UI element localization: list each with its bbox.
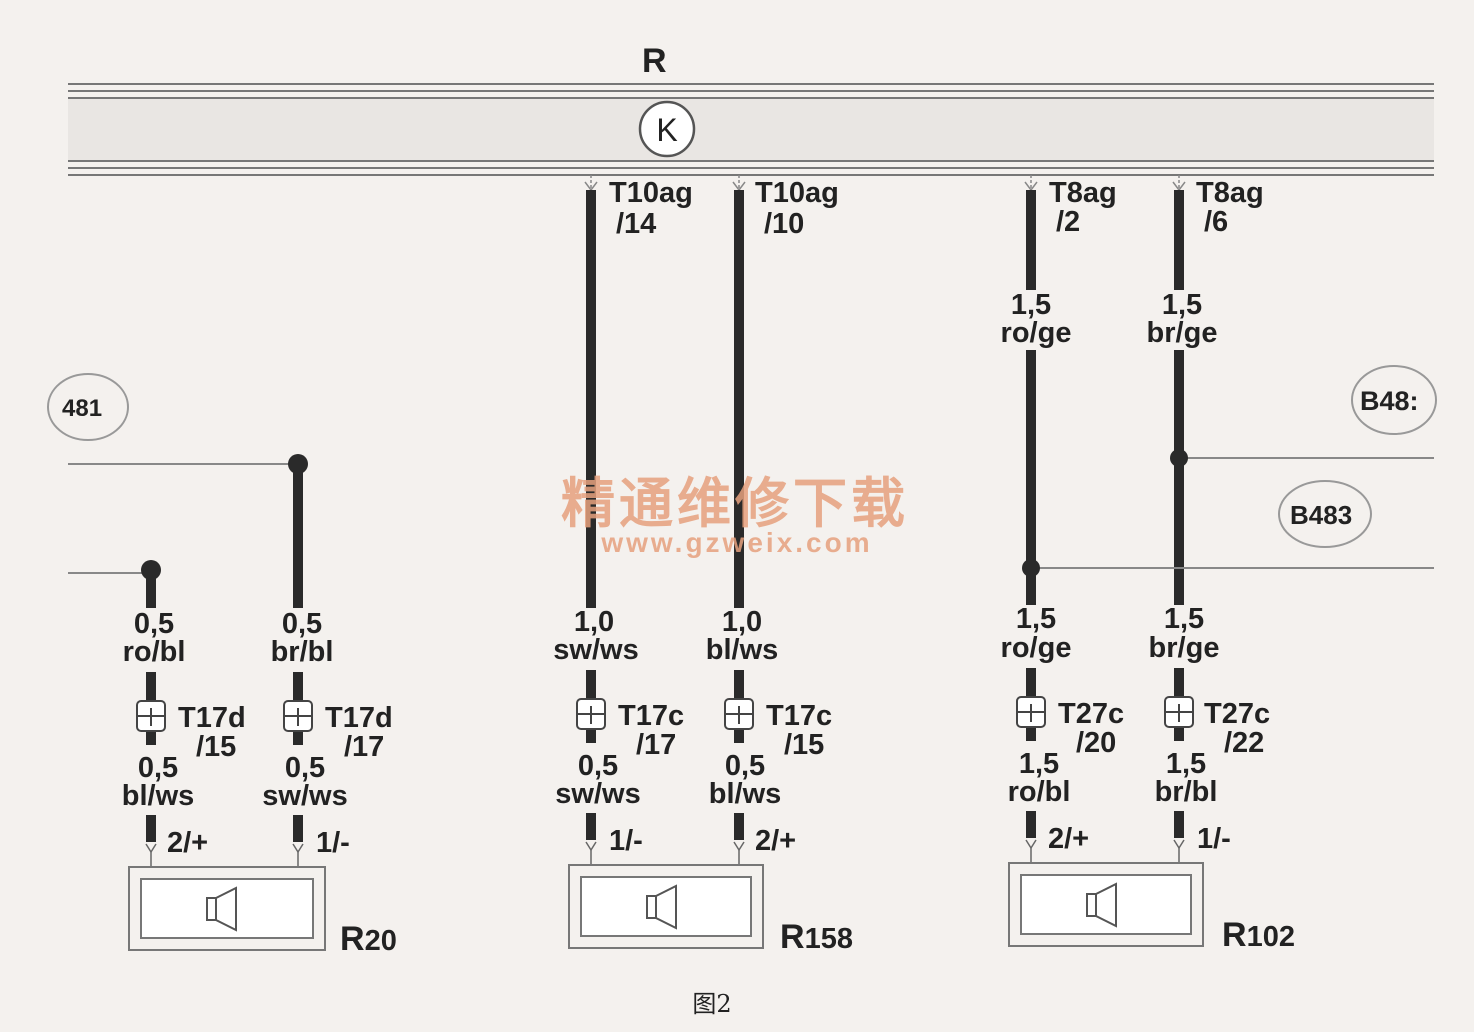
wire-size-label: 0,5 <box>138 752 178 784</box>
wire-size-label: 0,5 <box>134 608 174 640</box>
wire-color-label: br/ge <box>1149 632 1220 664</box>
speaker-label-number: 20 <box>365 925 397 957</box>
plug-icon <box>1016 696 1046 728</box>
connector-stubs <box>146 668 1184 745</box>
connector-name: T17c <box>766 700 832 732</box>
wire-color-label: bl/ws <box>709 778 782 810</box>
wire-color-label: ro/ge <box>1001 317 1072 349</box>
wire-size-label: 1,5 <box>1011 289 1051 321</box>
wire-color-label: br/bl <box>271 636 334 668</box>
splice-481: 481 <box>47 373 129 441</box>
wire-color-label: sw/ws <box>555 778 640 810</box>
wire-size-label: 1,5 <box>1166 748 1206 780</box>
speaker-label: R102 <box>1222 916 1295 954</box>
speaker-r158 <box>568 864 764 949</box>
ground-symbol-label: K <box>656 112 677 148</box>
wire-color-label: ro/ge <box>1001 632 1072 664</box>
ground-symbol: K <box>638 100 696 158</box>
connector-pin: /17 <box>344 731 384 763</box>
watermark-title: 精通维修下载 <box>561 471 909 535</box>
wire-size-label: 1,5 <box>1019 748 1059 780</box>
wire-size-label: 0,5 <box>578 750 618 782</box>
thin-lines <box>68 457 1434 574</box>
top-connector-pin: /6 <box>1204 206 1228 238</box>
watermark-url: www.gzweix.com <box>600 527 872 558</box>
plug-icon <box>724 698 754 730</box>
speaker-icon <box>1086 882 1117 928</box>
speaker-icon <box>646 884 677 930</box>
top-connector-pin: /2 <box>1056 206 1080 238</box>
plug-icon <box>576 698 606 730</box>
terminal-label: 1/- <box>609 825 643 857</box>
wire-size-label: 1,5 <box>1016 603 1056 635</box>
connector-name: T17c <box>618 700 684 732</box>
plug-icon <box>1164 696 1194 728</box>
top-connector-pin: /10 <box>764 208 804 240</box>
junction-dot <box>288 454 308 474</box>
wire-size-label: 0,5 <box>282 608 322 640</box>
speaker-r20 <box>128 866 326 951</box>
connector-name: T27c <box>1058 698 1124 730</box>
speaker-label: R158 <box>780 918 853 956</box>
speaker-label-number: 102 <box>1247 921 1295 953</box>
terminal-label: 1/- <box>316 827 350 859</box>
top-connector-name: T10ag <box>755 177 839 209</box>
wire-color-label: sw/ws <box>262 780 347 812</box>
wire-color-label: bl/ws <box>122 780 195 812</box>
wire-color-label: br/bl <box>1155 776 1218 808</box>
plug-icon <box>136 700 166 732</box>
terminal-label: 1/- <box>1197 823 1231 855</box>
connector-pin: /15 <box>784 729 824 761</box>
terminal-label: 2/+ <box>1048 823 1089 855</box>
connector-name: T27c <box>1204 698 1270 730</box>
terminal-label: 2/+ <box>167 827 208 859</box>
connector-name: T17d <box>325 702 393 734</box>
splice-label: B48: <box>1360 386 1419 416</box>
wire-size-label: 0,5 <box>285 752 325 784</box>
top-connector-pin: /14 <box>616 208 656 240</box>
figure-caption: 图2 <box>692 990 731 1018</box>
plug-icon <box>283 700 313 732</box>
speaker-label: R20 <box>340 920 397 958</box>
speaker-icon <box>206 886 237 932</box>
wires <box>146 190 1184 608</box>
wire-size-label: 1,0 <box>722 606 762 638</box>
connector-name: T17d <box>178 702 246 734</box>
connector-pin: /15 <box>196 731 236 763</box>
splice-label: 481 <box>62 395 102 422</box>
junction-dot <box>141 560 161 580</box>
connector-pin: /20 <box>1076 727 1116 759</box>
bus-bar <box>68 83 1434 176</box>
wire-size-label: 1,0 <box>574 606 614 638</box>
connector-plugs <box>136 696 1194 732</box>
top-connector-name: T8ag <box>1049 177 1117 209</box>
top-connector-name: T10ag <box>609 177 693 209</box>
bus-label: R <box>642 42 667 80</box>
wire-color-label: ro/bl <box>123 636 186 668</box>
terminal-stubs <box>146 811 1184 842</box>
splice-b483: B483 <box>1278 480 1372 548</box>
speaker-label-letter: R <box>780 918 805 956</box>
splice-label: B483 <box>1290 500 1352 530</box>
wire-size-label: 0,5 <box>725 750 765 782</box>
wire-size-label: 1,5 <box>1164 603 1204 635</box>
junction-dot <box>1170 449 1188 467</box>
wire-color-label: br/ge <box>1147 317 1218 349</box>
speaker-label-letter: R <box>340 920 365 958</box>
wire-size-label: 1,5 <box>1162 289 1202 321</box>
top-connector-name: T8ag <box>1196 177 1264 209</box>
wire-color-label: ro/bl <box>1008 776 1071 808</box>
terminal-label: 2/+ <box>755 825 796 857</box>
speaker-label-letter: R <box>1222 916 1247 954</box>
splice-b48: B48: <box>1351 365 1437 435</box>
junction-dots <box>141 449 1188 580</box>
junction-dot <box>1022 559 1040 577</box>
speaker-r102 <box>1008 862 1204 947</box>
wire-color-label: sw/ws <box>553 634 638 666</box>
wire-color-label: bl/ws <box>706 634 779 666</box>
connector-pin: /22 <box>1224 727 1264 759</box>
speaker-label-number: 158 <box>805 923 853 955</box>
connector-pin: /17 <box>636 729 676 761</box>
